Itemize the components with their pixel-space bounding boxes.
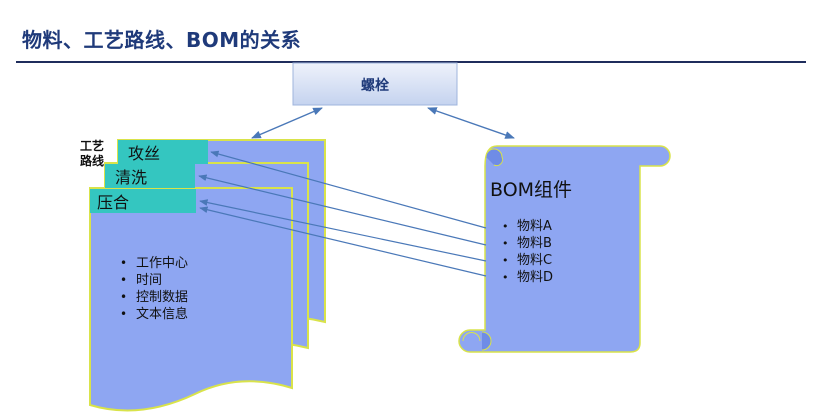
- root-to-bom-arrow: [427, 107, 515, 139]
- bullet-control-data: 控制数据: [136, 290, 188, 305]
- tab-label-pressing: 压合: [97, 193, 129, 212]
- bullet-dot: •: [120, 256, 127, 270]
- bom-item-b: 物料B: [517, 236, 552, 251]
- bullet-dot: •: [502, 220, 509, 233]
- bullet-work-center: 工作中心: [136, 256, 188, 271]
- bom-item-d: 物料D: [517, 270, 553, 285]
- material-c-to-pressing-arrow: [199, 199, 487, 262]
- bullet-time: 时间: [136, 273, 162, 288]
- material-a-to-tapping-arrow: [210, 150, 487, 229]
- bullet-dot: •: [502, 271, 509, 284]
- bom-scroll: [458, 145, 671, 353]
- tab-label-cleaning: 清洗: [115, 168, 147, 187]
- title-divider: [16, 61, 806, 63]
- bom-item-a: 物料A: [517, 219, 552, 234]
- tab-label-tapping: 攻丝: [128, 144, 160, 163]
- root-node-label: 螺栓: [361, 77, 389, 94]
- routing-page-front: [89, 187, 293, 412]
- bom-item-list: • 物料A • 物料B • 物料C • 物料D: [502, 219, 553, 285]
- root-node-box: 螺栓: [292, 62, 458, 106]
- bullet-text-info: 文本信息: [136, 306, 188, 322]
- bullet-dot: •: [120, 290, 127, 304]
- bullet-dot: •: [502, 254, 509, 267]
- page-title: 物料、工艺路线、BOM的关系: [22, 28, 302, 52]
- bullet-dot: •: [120, 273, 127, 287]
- bom-title: BOM组件: [490, 179, 572, 201]
- routing-tab-back: 攻丝: [118, 140, 208, 164]
- bullet-dot: •: [502, 237, 509, 250]
- routing-label-line2: 路线: [80, 153, 104, 168]
- root-to-routing-arrow: [251, 107, 323, 139]
- bom-item-c: 物料C: [517, 253, 552, 268]
- routing-tab-middle: 清洗: [105, 164, 195, 188]
- routing-bullet-list: • 工作中心 • 时间 • 控制数据 • 文本信息: [120, 256, 188, 322]
- bullet-dot: •: [120, 307, 127, 321]
- routing-label-line1: 工艺: [80, 138, 104, 153]
- routing-tab-front: 压合: [90, 189, 196, 213]
- material-d-to-pressing-arrow: [199, 206, 487, 277]
- material-b-to-cleaning-arrow: [198, 174, 487, 246]
